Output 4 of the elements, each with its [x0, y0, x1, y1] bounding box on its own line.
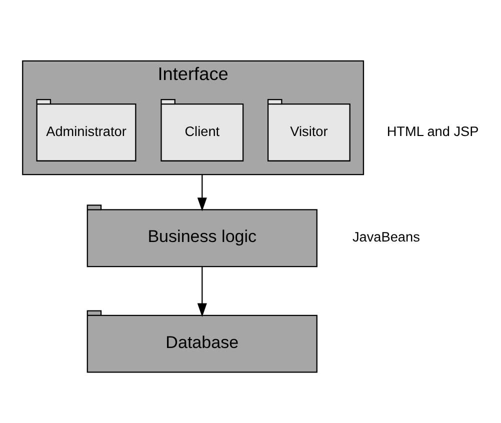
node-label: HTML and JSP: [386, 123, 478, 138]
arrow: [196, 174, 206, 211]
arrow: [196, 266, 206, 316]
node-label: JavaBeans: [352, 229, 420, 244]
